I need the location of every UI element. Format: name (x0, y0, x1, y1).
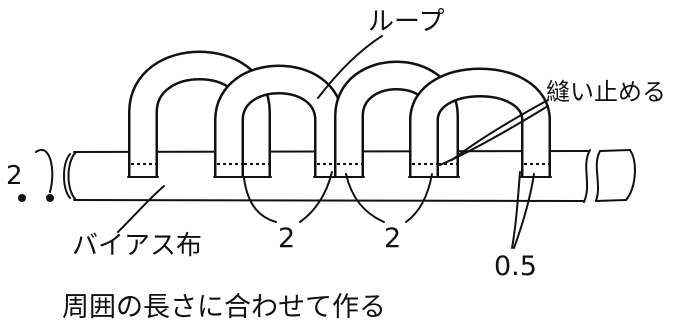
gap-a-label: 2 (278, 223, 295, 254)
spacing-hook (35, 149, 54, 193)
loop-leader (317, 35, 383, 99)
gap-b-leader-left (345, 173, 385, 223)
bias-strip-cont-bottom-edge (595, 199, 627, 202)
stitch-leader-2 (439, 105, 549, 166)
gap-a-leader-right (299, 171, 333, 223)
bias-strip-break-left (583, 149, 591, 203)
bias-strip-continuation (595, 149, 636, 202)
margin-label: 0.5 (494, 251, 537, 282)
bias-strip-left-end-fold (63, 153, 71, 199)
bias-strip-break-right (595, 150, 601, 202)
bias-strip-cont-end (625, 149, 636, 201)
margin-leader-left (511, 171, 521, 249)
stitch-leader-1 (451, 99, 549, 161)
leader-lines (117, 35, 549, 249)
loop-2 (213, 64, 345, 178)
loop-label: ループ (368, 7, 444, 37)
bias-leader (117, 185, 165, 233)
margin-leader-right (513, 173, 535, 249)
left-spacing-marker: 2 (6, 149, 54, 202)
dot-marker (18, 194, 26, 202)
left-gap-label: 2 (6, 161, 23, 191)
loop-4 (408, 67, 552, 178)
bias-label: バイアス布 (72, 231, 202, 261)
dot-marker (46, 194, 54, 202)
bias-strip-cont-top-edge (599, 149, 631, 152)
stitch-label: 縫い止める (546, 78, 666, 106)
caption: 周囲の長さに合わせて作る (62, 292, 386, 323)
gap-b-leader-right (405, 173, 433, 223)
bias-strip-bottom-edge (73, 199, 585, 202)
gap-b-label: 2 (384, 223, 401, 254)
bias-strip-left-end (67, 151, 77, 201)
gap-a-leader-left (243, 177, 277, 223)
